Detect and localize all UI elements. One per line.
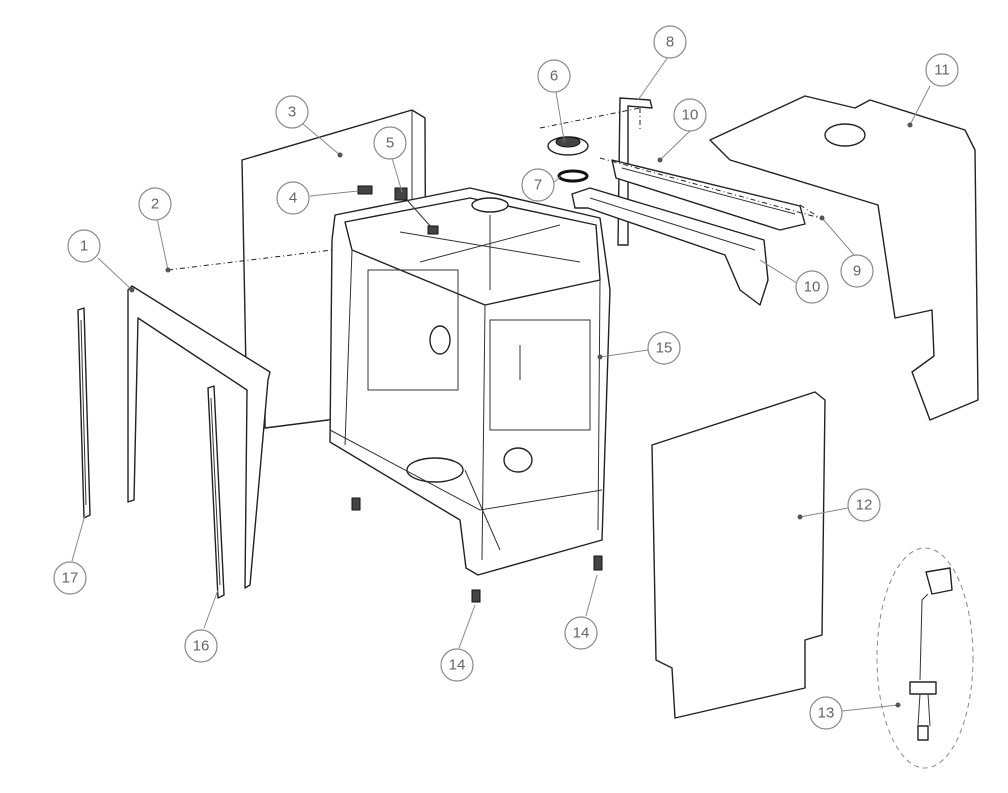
callout-12-label: 12 [856, 497, 873, 514]
callout-3-label: 3 [288, 104, 296, 121]
callout-11: 11 [925, 53, 959, 87]
part-11-top-cover [709, 95, 979, 421]
callout-11-label: 11 [934, 62, 950, 79]
part-13-power-cord [876, 547, 974, 769]
callout-5-label: 5 [386, 135, 394, 152]
callout-6-label: 6 [550, 68, 558, 85]
callout-17-label: 17 [62, 570, 79, 587]
callout-14-left-label: 14 [449, 657, 466, 674]
callout-1-label: 1 [80, 238, 88, 255]
callout-16: 16 [184, 629, 218, 663]
callout-8: 8 [653, 25, 687, 59]
part-1-door-seal [127, 285, 271, 589]
callout-14-right-label: 14 [573, 625, 590, 642]
part-6-cap [547, 136, 589, 156]
callout-13-label: 13 [818, 705, 835, 722]
callout-16-label: 16 [193, 638, 210, 655]
part-10-spray-rail [571, 187, 769, 306]
callout-9-label: 9 [853, 263, 861, 280]
part-12-side-panel [651, 391, 826, 719]
callout-10-top-label: 10 [682, 107, 699, 124]
part-4-bracket [357, 185, 373, 195]
part-10-rail [611, 159, 806, 231]
leader-lines [71, 56, 931, 712]
callout-9: 9 [840, 254, 874, 288]
part-16-strip [207, 385, 225, 599]
callout-1: 1 [67, 229, 101, 263]
leader-dots [129, 122, 913, 708]
callout-14-left: 14 [440, 648, 474, 682]
callout-8-label: 8 [666, 34, 674, 51]
callout-7: 7 [521, 168, 555, 202]
callout-6: 6 [537, 59, 571, 93]
part-7-ring [557, 169, 589, 183]
callout-14-right: 14 [564, 616, 598, 650]
callout-2-label: 2 [151, 196, 159, 213]
callout-17: 17 [53, 561, 87, 595]
callout-7-label: 7 [534, 177, 542, 194]
callout-10-top: 10 [673, 98, 707, 132]
callout-4: 4 [276, 181, 310, 215]
part-5-bracket [394, 187, 439, 235]
tub-assembly [329, 187, 611, 576]
part-17-strip [77, 307, 91, 519]
assembly-lines [167, 107, 821, 271]
callout-10-bottom: 10 [795, 270, 829, 304]
callout-15: 15 [647, 331, 681, 365]
callout-13: 13 [809, 696, 843, 730]
callout-5: 5 [373, 126, 407, 160]
callout-12: 12 [847, 488, 881, 522]
callout-15-label: 15 [656, 340, 673, 357]
callout-3: 3 [275, 95, 309, 129]
callout-2: 2 [138, 187, 172, 221]
part-14-feet [351, 497, 603, 603]
callout-4-label: 4 [289, 190, 297, 207]
callout-10-bottom-label: 10 [804, 279, 821, 296]
